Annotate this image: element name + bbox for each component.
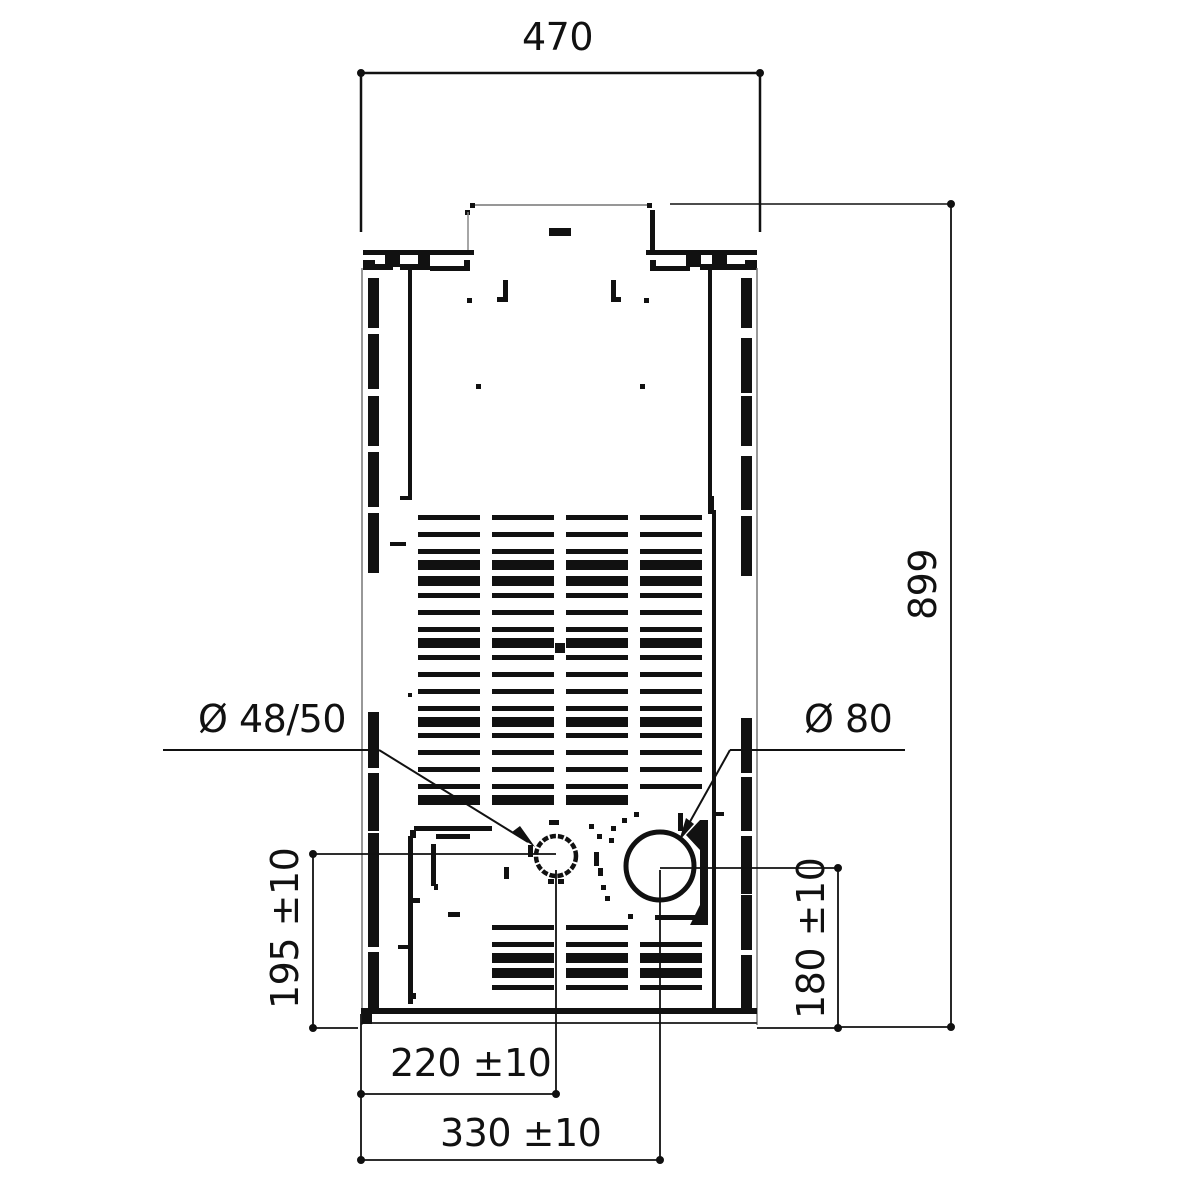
large-outlet-height-label: 180 ±10 [789,857,833,1019]
height-dimension [670,200,955,1031]
width-dimension [357,69,764,232]
lower-bracket [398,826,509,1004]
large-outlet-diameter-label: Ø 80 [804,697,893,741]
small-outlet-horizontal-label: 220 ±10 [390,1041,552,1085]
small-outlet-leader [163,749,535,847]
small-outlet [528,820,579,884]
large-outlet-leader [679,749,905,841]
large-outlet-height-dimension [660,864,842,1032]
overall-width-label: 470 [522,15,594,59]
appliance-body [361,203,758,1025]
large-outlet [623,813,708,925]
large-outlet-horizontal-label: 330 ±10 [440,1111,602,1155]
small-outlet-diameter-label: Ø 48/50 [198,697,347,741]
dotted-arc [589,812,639,919]
horizontal-dimensions [357,870,664,1164]
vent-grid [418,515,702,990]
overall-height-label: 899 [901,548,945,620]
small-outlet-height-label: 195 ±10 [263,847,307,1009]
small-outlet-height-dimension [309,850,556,1032]
